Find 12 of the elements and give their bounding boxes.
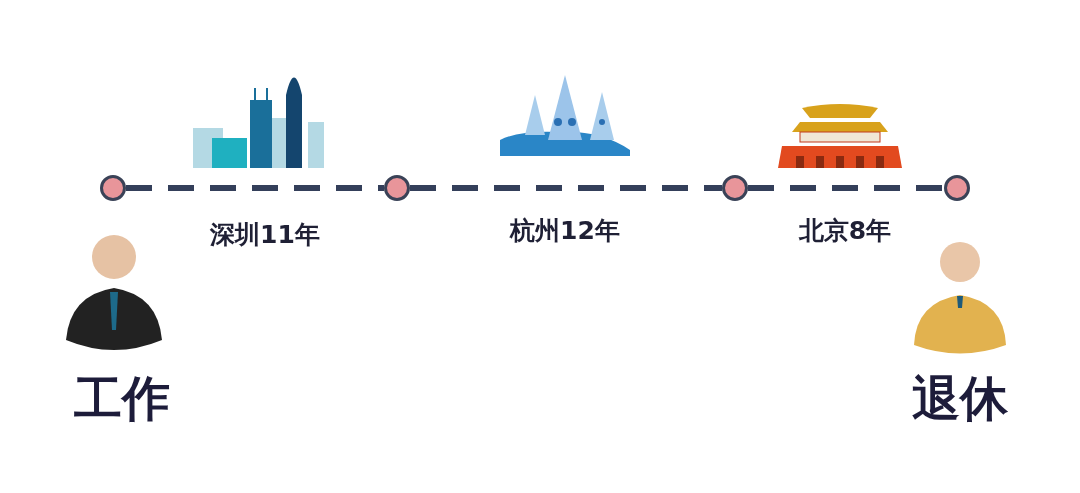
stage-label: 工作 xyxy=(74,372,170,425)
timeline-dot xyxy=(384,175,410,201)
edge-label: 杭州12年 xyxy=(508,216,622,246)
edge-label: 深圳11年 xyxy=(208,220,322,250)
dashed-line xyxy=(410,185,722,191)
timeline-dot xyxy=(100,175,126,201)
timeline-dot xyxy=(944,175,970,201)
dashed-line xyxy=(126,185,384,191)
timeline-dot xyxy=(722,175,748,201)
dashed-line xyxy=(748,185,944,191)
edge-label: 北京8年 xyxy=(796,216,894,246)
stage-label: 退休 xyxy=(912,372,1008,425)
